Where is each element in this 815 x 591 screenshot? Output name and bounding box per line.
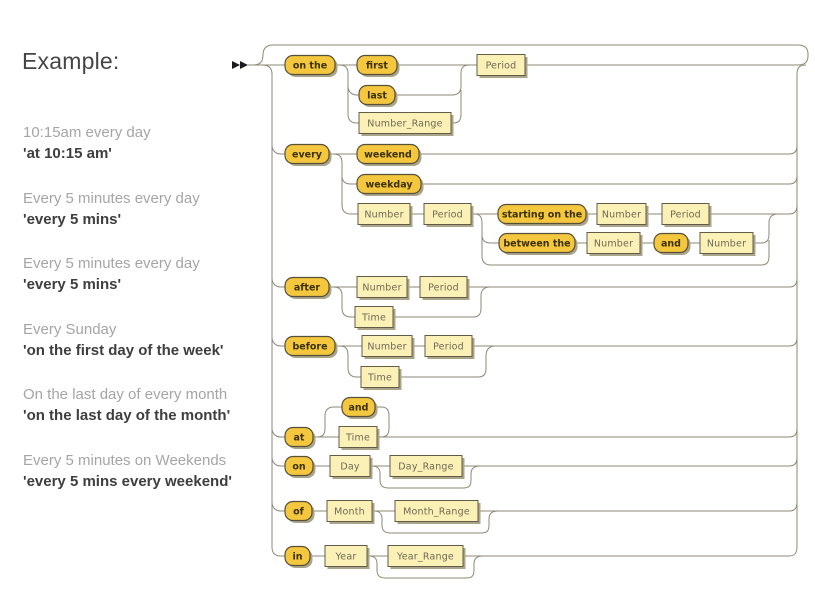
node-label-number: Number [707,239,746,250]
terminal-on-the: on the [284,54,338,77]
node-label-between-the: between the [503,239,570,250]
example-item: Every 5 minutes every day 'every 5 mins' [23,253,253,295]
nonterminal-number: Number [357,203,413,227]
nonterminal-year: Year [324,545,370,569]
node-label-number: Number [594,239,633,250]
node-label-number-range: Number_Range [367,119,442,130]
node-label-weekend: weekend [364,150,412,161]
example-phrase: 'every 5 mins' [23,211,122,228]
node-label-year-range: Year_Range [396,552,454,563]
node-label-and: and [349,403,369,414]
node-label-before: before [292,342,327,353]
terminal-in: in [284,545,313,568]
nonterminal-period: Period [661,203,712,227]
node-label-of: of [293,507,305,518]
node-label-day-range: Day_Range [398,462,453,473]
nonterminal-period: Period [476,54,528,78]
example-item: Every 5 minutes on Weekends 'every 5 min… [23,450,253,492]
example-phrase: 'on the first day of the week' [23,342,224,359]
example-phrase: 'every 5 mins' [23,276,122,293]
node-label-number: Number [364,210,403,221]
node-label-day: Day [340,462,360,473]
terminal-weekday: weekday [356,173,424,196]
node-label-every: every [292,150,323,161]
nonterminal-month-range: Month_Range [394,500,481,524]
node-label-after: after [294,283,321,294]
nonterminal-number: Number [361,335,415,359]
node-label-number: Number [602,210,641,221]
nonterminal-time: Time [338,426,380,450]
terminal-starting-on-the: starting on the [497,203,589,226]
page-title: Example: [22,48,120,74]
terminal-and: and [653,232,691,255]
node-label-time: Time [367,373,392,384]
node-label-on-the: on the [293,61,327,72]
terminal-first: first [356,54,400,77]
node-label-last: last [367,91,387,102]
example-item: Every Sunday 'on the first day of the we… [23,319,253,361]
terminal-between-the: between the [498,232,578,255]
nonterminal-time: Time [354,306,396,330]
node-label-time: Time [345,433,370,444]
node-label-period: Period [670,210,701,221]
terminal-of: of [284,500,315,523]
example-caption: 10:15am every day [23,124,151,141]
nonterminal-number: Number [596,203,649,227]
example-caption: Every 5 minutes on Weekends [23,452,227,469]
node-label-time: Time [361,313,386,324]
railroad-lines [248,44,809,579]
nonterminal-day-range: Day_Range [389,455,465,479]
nonterminal-month: Month [326,500,375,524]
node-label-period: Period [433,342,464,353]
example-item: Every 5 minutes every day 'every 5 mins' [23,188,253,230]
node-label-weekday: weekday [365,180,413,191]
terminal-last: last [358,84,398,107]
node-label-year: Year [335,552,357,563]
node-label-number: Number [367,342,406,353]
terminal-after: after [284,276,332,299]
nonterminal-number: Number [356,276,410,300]
node-label-period: Period [486,61,517,72]
terminal-and: and [341,396,378,419]
nonterminal-time: Time [360,366,402,390]
node-label-month: Month [334,507,365,518]
example-item: 10:15am every day 'at 10:15 am' [23,122,253,164]
example-caption: Every Sunday [23,321,117,338]
example-phrase: 'on the last day of the month' [23,407,231,424]
terminal-weekend: weekend [356,143,422,166]
example-phrase: 'at 10:15 am' [23,145,112,162]
example-item: On the last day of every month 'on the l… [23,384,253,426]
terminal-every: every [284,143,332,166]
node-label-period: Period [428,283,459,294]
terminal-before: before [284,335,338,358]
nonterminal-period: Period [424,335,475,359]
node-label-in: in [292,552,302,563]
railroad-nodes: on the first last Number_Range Period ev… [284,54,756,569]
example-caption: Every 5 minutes every day [23,255,200,272]
node-label-period: Period [432,210,463,221]
example-caption: Every 5 minutes every day [23,190,200,207]
node-label-at: at [294,433,305,444]
node-label-month-range: Month_Range [403,507,470,518]
node-label-starting-on-the: starting on the [502,210,582,221]
terminal-on: on [284,455,316,478]
example-phrase: 'every 5 mins every weekend' [23,473,232,490]
example-caption: On the last day of every month [23,386,228,403]
node-label-and: and [661,239,681,250]
nonterminal-year-range: Year_Range [387,545,466,569]
node-label-number: Number [362,283,401,294]
terminal-at: at [284,426,316,449]
node-label-on: on [292,462,306,473]
nonterminal-number-range: Number_Range [358,112,454,136]
nonterminal-number: Number [699,232,756,256]
railroad-start-icon [232,61,248,69]
nonterminal-day: Day [329,455,373,479]
nonterminal-period: Period [423,203,474,227]
nonterminal-number: Number [586,232,643,256]
nonterminal-period: Period [419,276,470,300]
node-label-first: first [366,61,388,72]
